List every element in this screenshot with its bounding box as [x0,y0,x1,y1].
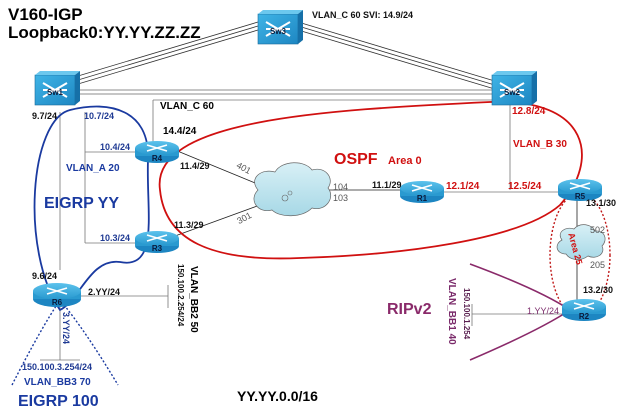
area25-cloud-icon [556,224,606,260]
sw1-10-ip: 10.7/24 [84,111,115,121]
r4-11-ip: 11.4/29 [180,161,210,171]
network-summary-label: YY.YY.0.0/16 [237,388,318,404]
r2-13-ip: 13.2/30 [583,285,614,295]
bb3-ip: 150.100.3.254/24 [22,362,93,372]
trunk-sw3-sw2 [297,21,499,91]
sw3-svi-label: VLAN_C 60 SVI: 14.9/24 [312,10,414,20]
device-label: Sw1 [47,88,64,97]
router-r5[interactable]: R5 [558,179,602,201]
sw2-12-ip: 12.8/24 [512,106,546,117]
device-label: Sw3 [270,27,287,36]
router-icon [569,182,591,190]
dlci-502: 502 [590,225,606,235]
switch-sw3[interactable]: Sw3 [257,10,303,45]
vlan-a-links [59,112,140,270]
dlci-104: 104 [333,182,349,192]
r6-links [40,285,169,361]
eigrp-100-label: EIGRP 100 [18,393,99,410]
r5-12-ip: 12.5/24 [508,181,542,192]
device-label: R2 [579,312,590,321]
trunk-sw1-sw2 [70,89,500,95]
vlan-a-label: VLAN_A 20 [66,163,120,174]
router-r2[interactable]: R2 [562,299,606,321]
trunk-sw1-sw3 [57,21,259,91]
r6-3-ip: 3.YY/24 [61,312,71,345]
router-icon [146,234,168,242]
r4-10-ip: 10.4/24 [100,142,131,152]
r1-11-ip: 11.1/29 [372,180,402,190]
area25-boundary [549,192,611,318]
switch-sw2[interactable]: Sw2 [491,71,537,106]
eigrp-yy-label: EIGRP YY [44,195,119,212]
device-label: R6 [52,298,63,307]
router-icon [46,287,68,295]
device-label: R3 [152,244,163,253]
router-icon [146,144,168,152]
diagram-title: V160-IGP [8,5,83,24]
switch-icon [499,82,525,98]
r4-vlan-c-ip: 14.4/24 [163,126,197,137]
dlci-205: 205 [590,260,606,270]
router-r6[interactable]: R6 [33,283,81,307]
switch-icon [265,21,291,37]
device-label: R4 [152,154,163,163]
r2-bb1-link [471,304,562,326]
router-r1[interactable]: R1 [400,181,444,203]
r6-2-ip: 2.YY/24 [88,287,121,297]
loopback-label: Loopback0:YY.YY.ZZ.ZZ [8,23,201,42]
r3-10-ip: 10.3/24 [100,233,131,243]
r3-11-ip: 11.3/29 [174,220,204,230]
frame-relay-cloud-icon [253,162,332,217]
router-r3[interactable]: R3 [135,231,179,253]
bb1-vlan-label: VLAN_BB1 40 [446,278,457,345]
bb2-vlan-label: VLAN_BB2 50 [188,266,199,333]
device-label: R5 [575,192,586,201]
vlan-c-links [152,99,511,190]
ospf-area-label: Area 0 [388,155,422,167]
bb2-ip: 150.100.2.254/24 [176,264,185,327]
vlan-b-label: VLAN_B 30 [513,139,567,150]
bb1-ip: 150.100.1.254 [462,288,471,340]
bb3-vlan-label: VLAN_BB3 70 [24,377,91,388]
r5-13-ip: 13.1/30 [586,198,617,208]
r2-1-ip: 1.YY/24 [527,306,560,316]
switch-icon [42,82,68,98]
rip-label: RIPv2 [387,301,432,318]
r6-9-ip: 9.6/24 [32,271,58,281]
vlan-c-label: VLAN_C 60 [160,101,214,112]
ospf-label: OSPF [334,151,378,168]
r1-12-ip: 12.1/24 [446,181,480,192]
router-r4[interactable]: R4 [135,141,179,163]
dlci-103: 103 [333,193,349,203]
router-icon [573,302,595,310]
sw1-9-ip: 9.7/24 [32,111,58,121]
device-label: Sw2 [504,88,521,97]
device-label: R1 [417,194,428,203]
switch-sw1[interactable]: Sw1 [34,71,80,106]
router-icon [411,184,433,192]
